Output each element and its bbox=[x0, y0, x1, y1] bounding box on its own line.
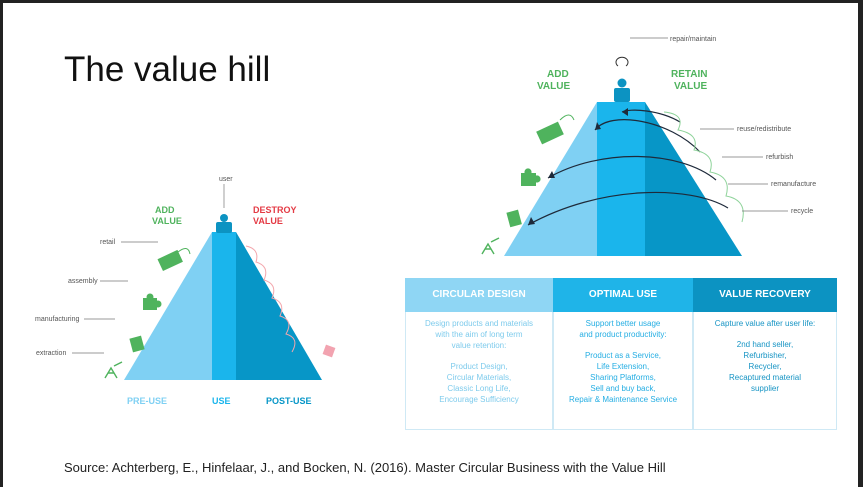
frame-left-edge bbox=[0, 0, 3, 487]
left-puzzle-icon bbox=[143, 293, 162, 310]
column-text-line: Sell and buy back, bbox=[590, 384, 656, 393]
column-text-line: Circular Materials, bbox=[446, 373, 512, 382]
frame-right-edge bbox=[858, 0, 863, 487]
right-add-value-line2: VALUE bbox=[537, 81, 570, 92]
column-text-line: Classic Long Life, bbox=[447, 384, 511, 393]
column-text-line: Recaptured material bbox=[728, 373, 802, 382]
column-value-recovery-header: VALUE RECOVERY bbox=[693, 278, 837, 312]
left-add-value-line2: VALUE bbox=[152, 216, 182, 226]
column-text-line: with the aim of long term bbox=[435, 330, 523, 339]
left-tag-icon bbox=[157, 248, 191, 271]
column-optimal-use-body: Support better usage and product product… bbox=[553, 312, 693, 430]
source-citation: Source: Achterberg, E., Hinfelaar, J., a… bbox=[64, 460, 666, 475]
right-user-dot bbox=[617, 78, 627, 88]
column-optimal-use: OPTIMAL USE Support better usage and pro… bbox=[553, 278, 693, 430]
column-text-line: Refurbisher, bbox=[743, 351, 787, 360]
column-value-recovery-body: Capture value after user life: 2nd hand … bbox=[693, 312, 837, 430]
left-hill-top-cap bbox=[216, 222, 232, 233]
right-repair-maintain-label: repair/maintain bbox=[670, 36, 716, 43]
left-user-label: user bbox=[219, 176, 233, 183]
column-text-line: value retention: bbox=[451, 341, 507, 350]
right-arrowhead-1 bbox=[622, 108, 628, 116]
column-text-line: Product Design, bbox=[450, 362, 508, 371]
left-hill-post-use bbox=[236, 232, 322, 380]
slide-title: The value hill bbox=[64, 50, 271, 89]
left-stage-retail: retail bbox=[100, 239, 116, 246]
left-destroy-scallops bbox=[245, 245, 296, 353]
left-stage-manufacturing: manufacturing bbox=[35, 316, 79, 323]
column-circular-design-body: Design products and materials with the a… bbox=[405, 312, 553, 430]
strategy-columns: CIRCULAR DESIGN Design products and mate… bbox=[405, 278, 837, 430]
column-value-recovery: VALUE RECOVERY Capture value after user … bbox=[693, 278, 837, 430]
column-gap bbox=[699, 329, 831, 339]
right-gear-icon bbox=[506, 209, 522, 228]
left-phase-post-use: POST-USE bbox=[266, 396, 312, 406]
left-phase-use: USE bbox=[212, 396, 231, 406]
column-text-line: Capture value after user life: bbox=[714, 319, 816, 328]
column-text-line: 2nd hand seller, bbox=[736, 340, 794, 349]
column-gap bbox=[411, 351, 547, 361]
right-loop-refurbish-label: refurbish bbox=[766, 154, 793, 161]
frame-top-edge bbox=[0, 0, 863, 3]
column-circular-design-header: CIRCULAR DESIGN bbox=[405, 278, 553, 312]
right-loop-arrow-3 bbox=[547, 155, 717, 181]
left-stage-assembly: assembly bbox=[68, 278, 98, 285]
right-hill-use bbox=[597, 102, 645, 256]
column-text-line: Sharing Platforms, bbox=[590, 373, 656, 382]
left-hill-pre-use bbox=[124, 232, 212, 380]
left-gear-icon bbox=[129, 335, 145, 353]
right-retain-value-line1: RETAIN bbox=[671, 69, 707, 80]
right-loop-recycle-label: recycle bbox=[791, 208, 813, 215]
right-loop-reuse-label: reuse/redistribute bbox=[737, 126, 791, 133]
column-text-line: Design products and materials bbox=[424, 319, 534, 328]
column-text-line: Recycler, bbox=[748, 362, 782, 371]
right-hill-post-use bbox=[645, 102, 742, 256]
right-puzzle-icon bbox=[521, 168, 541, 186]
column-text-line: Product as a Service, bbox=[584, 351, 662, 360]
right-tag-icon bbox=[536, 114, 575, 145]
column-text-line: and product productivity: bbox=[579, 330, 667, 339]
right-loop-arrow-2 bbox=[594, 119, 701, 153]
right-arrowhead-2 bbox=[595, 122, 601, 130]
left-waste-icon bbox=[322, 344, 336, 358]
right-derrick-icon bbox=[481, 237, 500, 255]
right-loop-arrow-4 bbox=[527, 191, 729, 226]
left-phase-pre-use: PRE-USE bbox=[127, 396, 167, 406]
left-hill-use bbox=[212, 232, 236, 380]
right-retain-scallops bbox=[663, 111, 744, 223]
column-text-line: Repair & Maintenance Service bbox=[568, 395, 678, 404]
column-text-line: supplier bbox=[750, 384, 779, 393]
right-hill-pre-use bbox=[504, 102, 597, 256]
column-text-line: Encourage Sufficiency bbox=[439, 395, 519, 404]
left-user-dot bbox=[220, 214, 228, 222]
column-circular-design: CIRCULAR DESIGN Design products and mate… bbox=[405, 278, 553, 430]
right-repair-loop-icon bbox=[615, 56, 629, 67]
left-derrick-icon bbox=[104, 361, 123, 379]
right-add-value-line1: ADD bbox=[547, 69, 569, 80]
column-optimal-use-header: OPTIMAL USE bbox=[553, 278, 693, 312]
right-loop-remanufacture-label: remanufacture bbox=[771, 181, 816, 188]
left-destroy-value-line2: VALUE bbox=[253, 216, 283, 226]
column-gap bbox=[559, 340, 687, 350]
right-arrowhead-3 bbox=[548, 171, 555, 178]
right-hill-top-cap bbox=[614, 88, 630, 102]
column-text-line: Life Extension, bbox=[596, 362, 650, 371]
left-stage-extraction: extraction bbox=[36, 350, 66, 357]
right-arrowhead-4 bbox=[528, 217, 535, 225]
right-retain-value-line2: VALUE bbox=[674, 81, 707, 92]
left-add-value-line1: ADD bbox=[155, 205, 175, 215]
left-destroy-value-line1: DESTROY bbox=[253, 205, 297, 215]
column-text-line: Support better usage bbox=[585, 319, 661, 328]
